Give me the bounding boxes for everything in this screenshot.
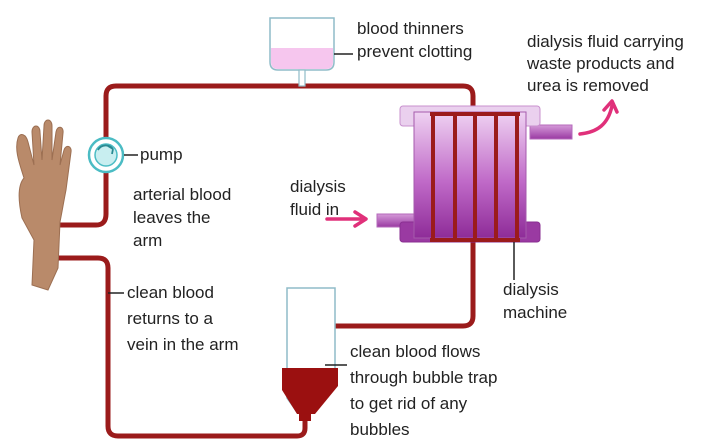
waste-label-line2: waste products and (526, 54, 674, 73)
machine-label-line1: dialysis (503, 280, 559, 299)
thinners-label-line2: prevent clotting (357, 42, 472, 61)
arterial-tube (55, 83, 476, 228)
machine-label-line2: machine (503, 303, 567, 322)
waste-label-line3: urea is removed (527, 76, 649, 95)
leader-lines (108, 53, 515, 366)
arterial-label-line2: leaves the (133, 208, 211, 227)
bubble-trap-label-line4: bubbles (350, 420, 410, 439)
bubble-trap-label-line2: through bubble trap (350, 368, 497, 387)
arterial-label-line1: arterial blood (133, 185, 231, 204)
thinners-label-line1: blood thinners (357, 19, 464, 38)
bubble-trap-label-line1: clean blood flows (350, 342, 480, 361)
pump-label: pump (140, 145, 183, 164)
bubble-trap-icon (282, 287, 338, 421)
fluid-outlet-pipe (529, 124, 573, 140)
waste-label-line1: dialysis fluid carrying (527, 32, 684, 51)
clean-blood-label-line1: clean blood (127, 283, 214, 302)
pump-icon (87, 136, 125, 174)
fluid-in-arrow-icon (325, 210, 368, 228)
fluid-out-arrow-icon (578, 99, 619, 136)
thinner-reservoir (269, 17, 335, 87)
clean-blood-label-line2: returns to a (127, 309, 214, 328)
dialyser-blood-tubes (430, 112, 520, 242)
fluid-arrows (325, 99, 619, 228)
return-tube-vein (55, 255, 308, 439)
fluid-in-label-line1: dialysis (290, 177, 346, 196)
fluid-in-label-line2: fluid in (290, 200, 339, 219)
arterial-label-line3: arm (133, 231, 162, 250)
clean-blood-label-line3: vein in the arm (127, 335, 239, 354)
bubble-trap-label-line3: to get rid of any (350, 394, 468, 413)
dialysis-machine-icon (376, 105, 573, 243)
hand-arm-icon (16, 119, 72, 291)
